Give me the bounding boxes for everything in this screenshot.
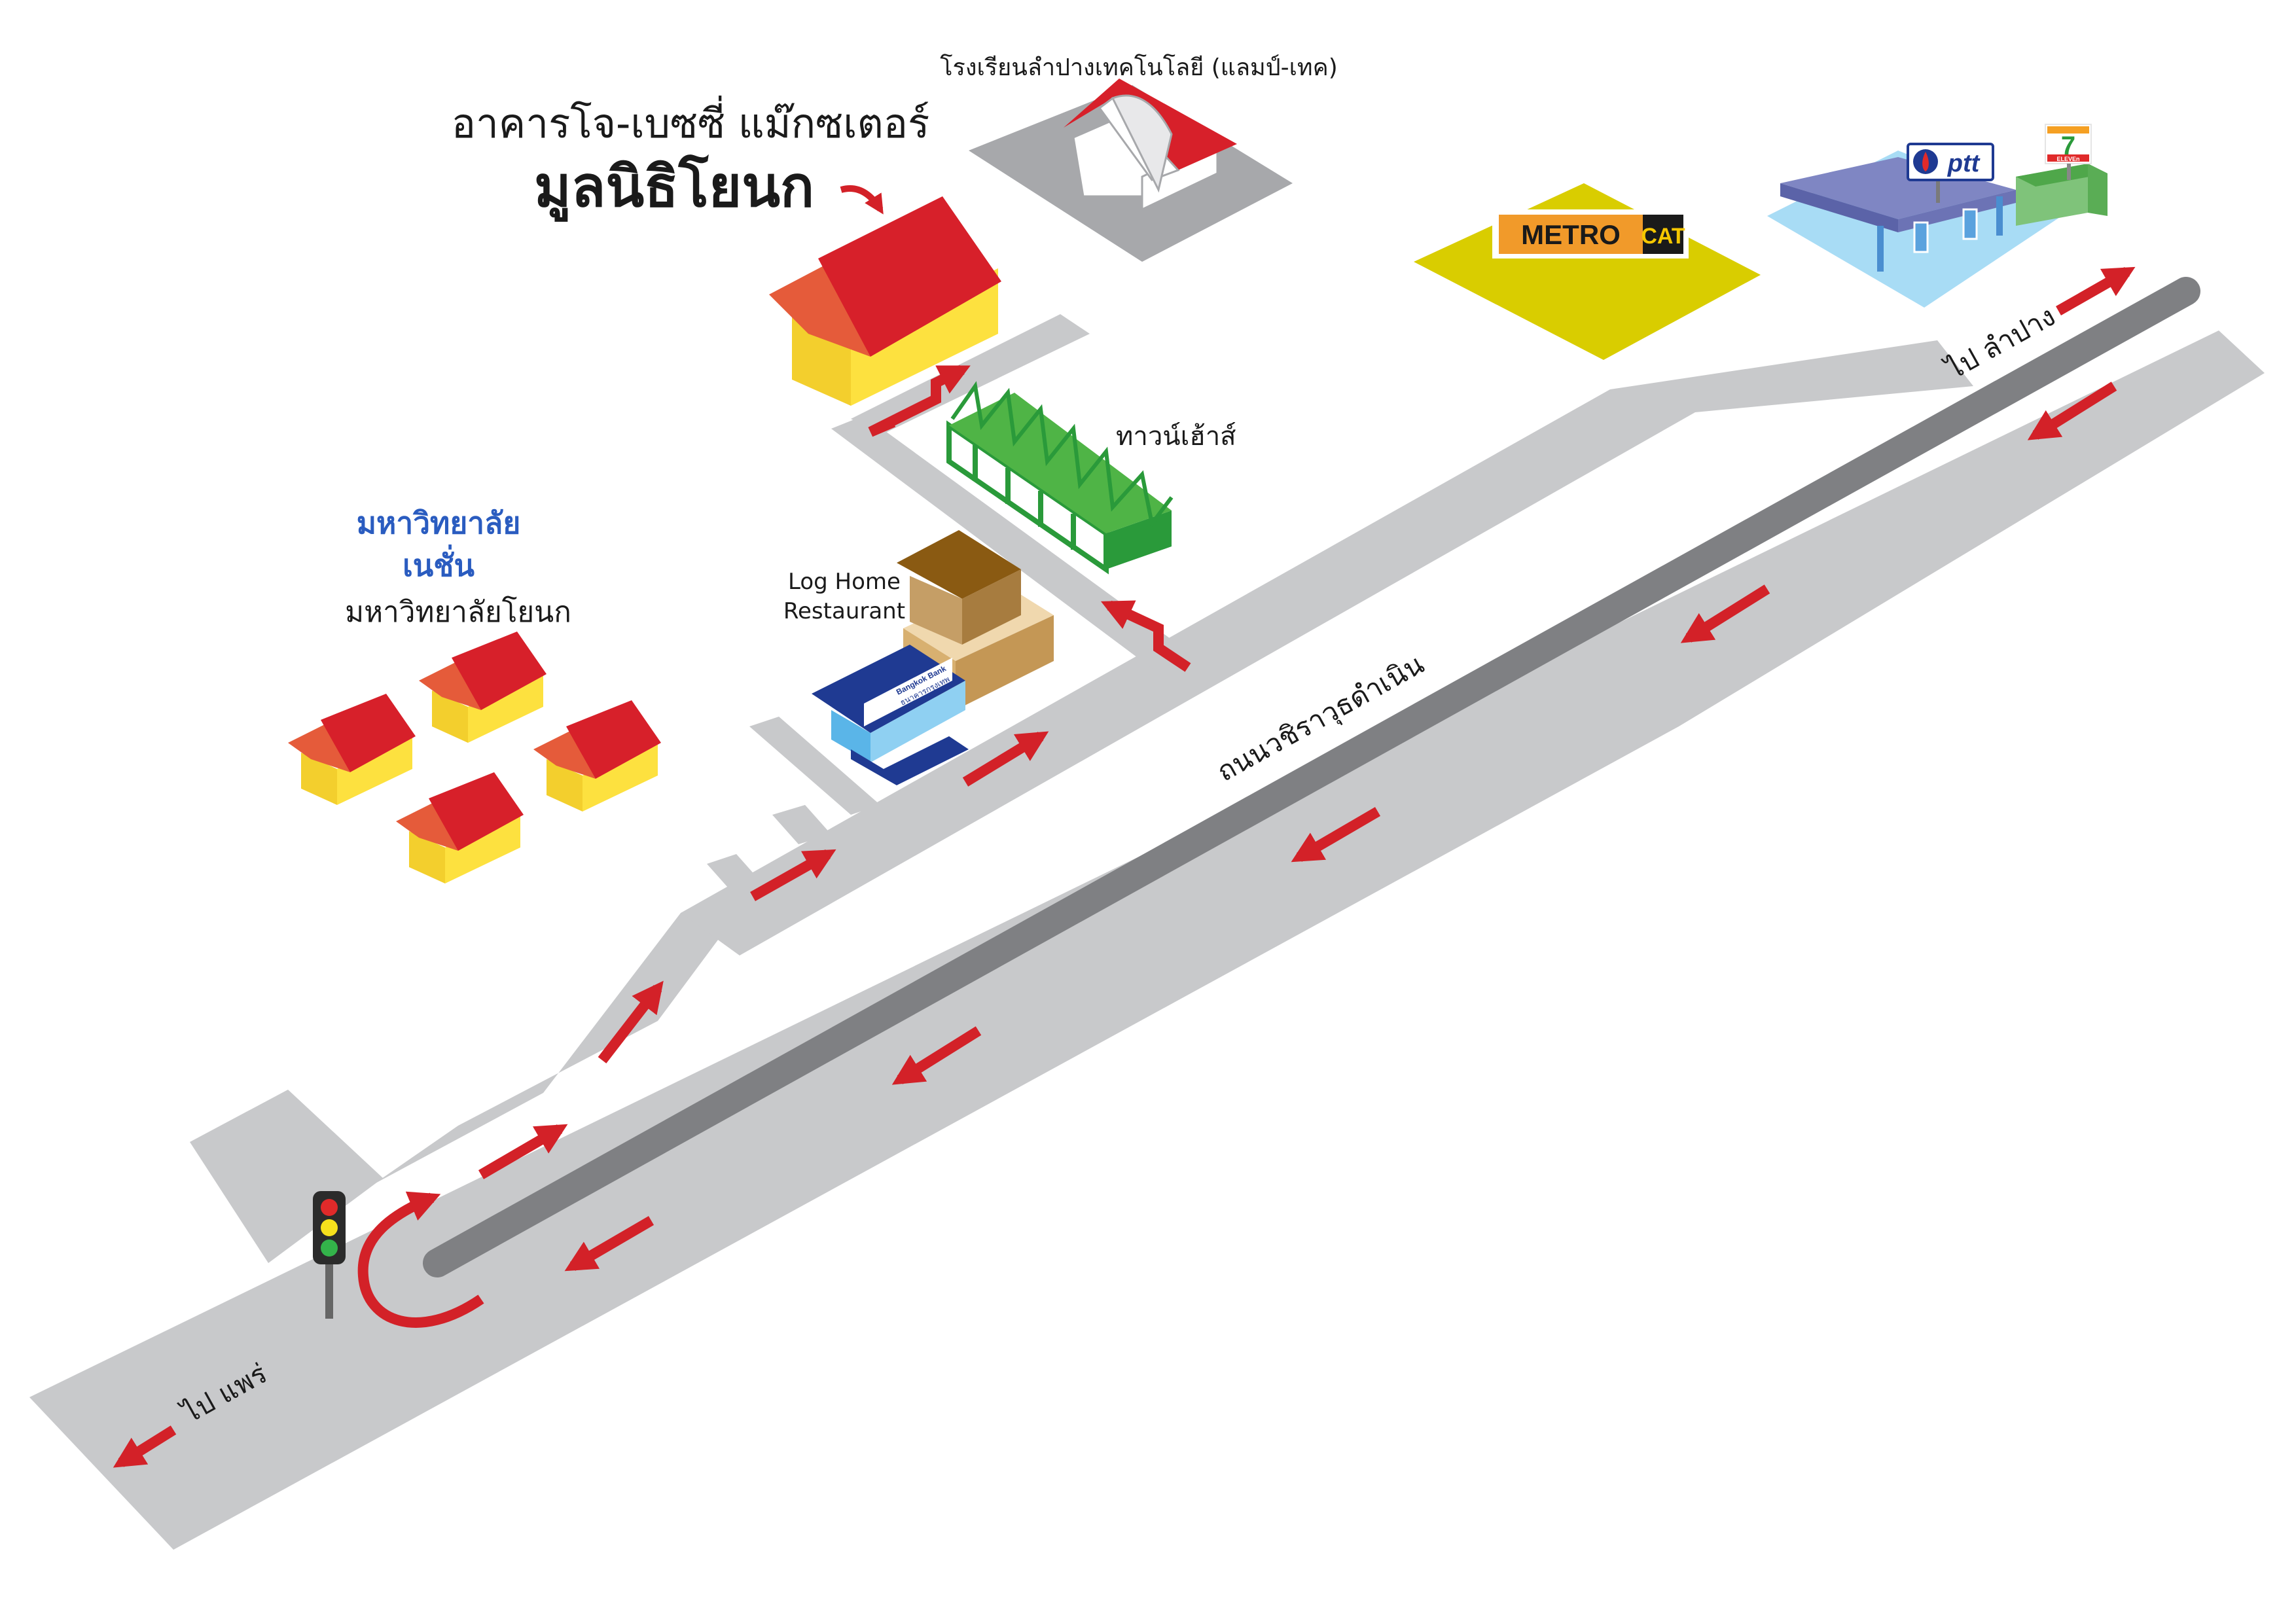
oncoming-arrow-4	[564, 1216, 655, 1272]
university-house-1	[288, 694, 416, 805]
bangkok-bank	[812, 645, 969, 785]
seven-eleven-store	[2016, 124, 2108, 226]
school-building	[969, 79, 1293, 262]
ptt-pump-2	[1962, 208, 1978, 240]
traffic-light-green	[321, 1240, 338, 1257]
ptt-gas-station	[1767, 143, 2062, 308]
building-title-line1: อาคารโจ-เบซซี่ แม๊กซเตอร์	[452, 96, 930, 147]
building-title-line2: มูลนิธิโยนก	[534, 154, 814, 222]
restaurant-label-line2: Restaurant	[783, 598, 905, 624]
traffic-light-red	[321, 1199, 338, 1216]
main-building	[769, 196, 1001, 406]
road-median	[423, 277, 2200, 1277]
phrae-arrow	[113, 1425, 177, 1468]
traffic-light	[313, 1191, 346, 1319]
university-buildings	[288, 632, 661, 883]
university-house-3	[533, 700, 661, 812]
parking-stub-3	[749, 717, 880, 815]
frontage-road-lower	[373, 906, 743, 1185]
building-pointer-arrow	[840, 185, 884, 215]
bank-sign-panel	[864, 658, 952, 726]
parking-stub-2	[772, 805, 831, 844]
townhouse-label: ทาวน์เฮ้าส์	[1116, 421, 1236, 452]
university-logo-line2: เนชั่น	[403, 544, 475, 583]
university-house-4	[396, 772, 524, 883]
oncoming-arrow-2	[1291, 807, 1381, 863]
roads	[29, 277, 2265, 1550]
route-arrow-2	[598, 980, 664, 1063]
lampang-arrow-out	[2056, 266, 2136, 315]
ptt-pump-1	[1913, 221, 1929, 253]
townhouse-row	[946, 381, 1174, 575]
university-logo-line1: มหาวิทยาลัย	[357, 505, 521, 541]
u-turn-arrow	[357, 1191, 484, 1328]
parking-stub-1	[707, 854, 762, 893]
left-spur-road	[190, 1090, 383, 1263]
oncoming-arrow-1	[1680, 584, 1770, 643]
traffic-light-yellow	[321, 1219, 338, 1236]
metro-sign-text: METRO	[1521, 219, 1621, 250]
lampang-arrow-in	[2027, 382, 2117, 440]
oncoming-arrow-3	[891, 1026, 982, 1085]
university-house-2	[419, 632, 547, 743]
school-label: โรงเรียนลำปางเทคโนโลยี (แลมป์-เทค)	[940, 54, 1338, 81]
route-arrow-6	[868, 365, 971, 437]
ptt-sign-text: ptt	[1947, 150, 1981, 177]
frontage-road-upper	[681, 340, 1973, 955]
route-arrow-1	[478, 1124, 568, 1179]
metro-cat-store	[1414, 183, 1761, 360]
route-arrow-5	[1100, 600, 1191, 672]
seven-eleven-sign-text: 7	[2061, 132, 2075, 160]
seven-eleven-sign-subtext: ELEVEn	[2056, 156, 2079, 162]
cat-sign-text: CAT	[1641, 224, 1685, 249]
university-label: มหาวิทยาลัยโยนก	[345, 596, 571, 629]
route-arrow-4	[962, 731, 1049, 787]
restaurant-label-line1: Log Home	[788, 569, 901, 595]
route-arrows	[113, 266, 2136, 1468]
route-arrow-3	[750, 849, 836, 901]
